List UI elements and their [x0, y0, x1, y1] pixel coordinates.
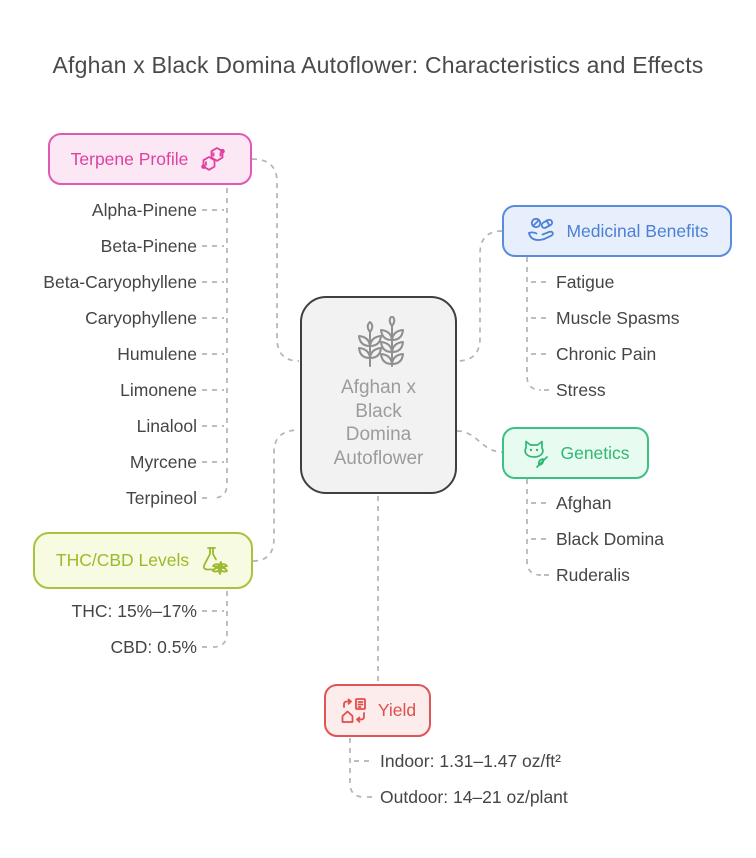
list-item: Humulene: [117, 343, 197, 364]
list-item: Myrcene: [129, 451, 197, 472]
list-item: CBD: 0.5%: [110, 636, 197, 657]
medicinal-benefits-label: Medicinal Benefits: [566, 220, 709, 241]
flask-leaf-icon: [203, 546, 229, 575]
hand-pills-icon: [528, 217, 555, 241]
genetics-item-list: Afghan Black Domina Ruderalis: [556, 485, 756, 593]
thc-cbd-levels-badge: THC/CBD Levels: [33, 532, 253, 589]
list-item: Indoor: 1.31–1.47 oz/ft²: [380, 750, 561, 771]
yield-item-list: Indoor: 1.31–1.47 oz/ft² Outdoor: 14–21 …: [380, 743, 680, 815]
list-item: Caryophyllene: [85, 307, 197, 328]
thc-cbd-item-list: THC: 15%–17% CBD: 0.5%: [0, 593, 197, 665]
list-item: Terpineol: [125, 487, 197, 508]
molecule-icon: [201, 147, 226, 171]
list-item: Alpha-Pinene: [91, 199, 197, 220]
medicinal-benefits-badge: Medicinal Benefits: [502, 205, 732, 257]
list-item: Outdoor: 14–21 oz/plant: [380, 786, 568, 807]
center-node-line: Domina: [345, 424, 412, 445]
list-item: Afghan: [556, 492, 612, 513]
terpene-profile-badge: Terpene Profile: [48, 133, 252, 185]
thc-cbd-levels-label: THC/CBD Levels: [55, 550, 190, 570]
list-item: Stress: [556, 379, 606, 400]
list-item: Muscle Spasms: [556, 307, 680, 328]
list-item: Black Domina: [556, 528, 664, 549]
list-item: THC: 15%–17%: [71, 600, 197, 621]
list-item: Linalool: [136, 415, 197, 436]
list-item: Beta-Pinene: [100, 235, 197, 256]
genetics-label: Genetics: [560, 442, 630, 463]
house-cycle-icon: [341, 697, 366, 723]
list-item: Limonene: [120, 379, 197, 400]
genetics-badge: Genetics: [502, 427, 649, 479]
center-node-label: Afghan x Black Domina Autoflower: [334, 376, 424, 470]
terpene-item-list: Alpha-Pinene Beta-Pinene Beta-Caryophyll…: [0, 192, 197, 516]
list-item: Ruderalis: [556, 564, 630, 585]
center-node-line: Black: [355, 400, 402, 422]
terpene-profile-label: Terpene Profile: [70, 148, 189, 169]
plant-icon: [357, 316, 404, 367]
center-node: Afghan x Black Domina Autoflower: [300, 296, 457, 494]
list-item: Chronic Pain: [556, 343, 657, 364]
page-title: Afghan x Black Domina Autoflower: Charac…: [52, 52, 704, 78]
list-item: Beta-Caryophyllene: [43, 271, 197, 292]
medicinal-item-list: Fatigue Muscle Spasms Chronic Pain Stres…: [556, 264, 756, 408]
center-node-line: Afghan x: [341, 377, 416, 398]
center-node-line: Autoflower: [333, 447, 424, 469]
yield-label: Yield: [377, 700, 417, 720]
list-item: Fatigue: [556, 271, 615, 292]
yield-badge: Yield: [324, 684, 431, 737]
cat-leaf-icon: [524, 440, 549, 468]
